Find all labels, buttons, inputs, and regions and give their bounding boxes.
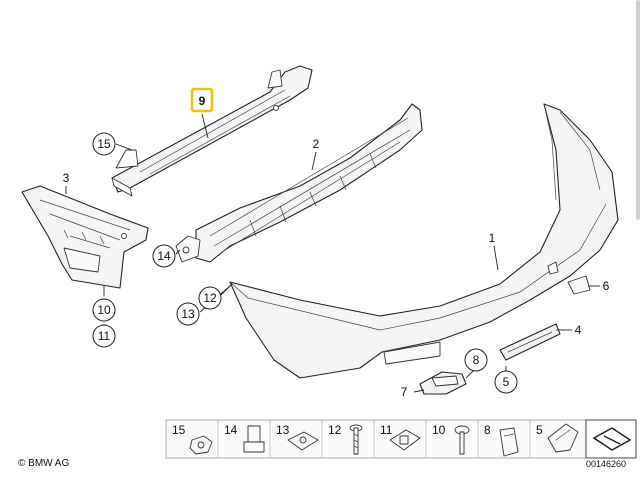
callout-15[interactable]: 15 [92, 132, 116, 156]
holder-icon [547, 423, 579, 453]
diagram-id: 00146260 [586, 459, 627, 469]
callout-12-label: 12 [203, 291, 217, 305]
legend-item-15[interactable]: 15 [172, 423, 213, 455]
screw-icon [349, 424, 363, 455]
callout-4-label: 4 [575, 323, 582, 337]
callout-12[interactable]: 12 [198, 286, 222, 310]
callout-14-label: 14 [157, 249, 171, 263]
legend-item-11[interactable]: 11 [380, 423, 421, 451]
legend-number: 8 [484, 423, 491, 437]
legend-item-13[interactable]: 13 [276, 423, 319, 451]
sheet-nut-icon [389, 429, 421, 451]
callout-5[interactable]: 5 [494, 370, 518, 394]
spring-nut-icon [287, 431, 319, 451]
legend-item-5[interactable]: 5 [536, 423, 579, 453]
callout-6-label: 6 [603, 279, 610, 293]
part-4-trim-strip[interactable] [499, 323, 561, 361]
callout-8[interactable]: 8 [464, 348, 488, 372]
bracket-icon [499, 427, 519, 457]
callout-9-label: 9 [199, 94, 206, 108]
part-7-bracket[interactable] [419, 371, 467, 395]
callout-11[interactable]: 11 [92, 324, 116, 348]
callout-3[interactable]: 3 [63, 171, 70, 185]
callout-9[interactable]: 9 [190, 87, 214, 113]
callout-7[interactable]: 7 [401, 385, 408, 399]
legend-item-12[interactable]: 12 [328, 423, 363, 455]
part-2-absorber[interactable] [175, 103, 423, 263]
legend-number: 10 [432, 423, 446, 437]
legend-number: 15 [172, 423, 186, 437]
callout-7-label: 7 [401, 385, 408, 399]
callout-8-label: 8 [473, 353, 480, 367]
legend-number: 12 [328, 423, 342, 437]
expanding-nut-icon [243, 425, 265, 453]
callout-15-label: 15 [97, 137, 111, 151]
callout-1-label: 1 [489, 231, 496, 245]
part-9-carrier[interactable] [111, 65, 313, 197]
callout-4[interactable]: 4 [575, 323, 582, 337]
callout-3-label: 3 [63, 171, 70, 185]
callout-5-label: 5 [503, 375, 510, 389]
view-arrow-icon[interactable] [585, 419, 637, 459]
callout-2[interactable]: 2 [313, 137, 320, 151]
callout-2-label: 2 [313, 137, 320, 151]
legend-item-8[interactable]: 8 [484, 423, 519, 457]
legend-number: 14 [224, 423, 238, 437]
callout-13[interactable]: 13 [176, 302, 200, 326]
legend-number: 5 [536, 423, 543, 437]
part-1-bumper-trim[interactable] [229, 103, 619, 379]
copyright-text: © BMW AG [18, 458, 70, 469]
callout-13-label: 13 [181, 307, 195, 321]
legend-number: 13 [276, 423, 290, 437]
callout-6[interactable]: 6 [603, 279, 610, 293]
callout-10-label: 10 [97, 303, 111, 317]
legend-item-14[interactable]: 14 [224, 423, 265, 453]
callout-11-label: 11 [98, 329, 111, 343]
callout-10[interactable]: 10 [92, 298, 116, 322]
legend-number: 11 [380, 423, 393, 437]
clip-nut-icon [189, 435, 213, 455]
callout-14[interactable]: 14 [152, 244, 176, 268]
part-3-side-bracket[interactable] [21, 185, 149, 289]
callout-1[interactable]: 1 [489, 231, 496, 245]
collar-screw-icon [454, 425, 470, 455]
scrollbar[interactable] [636, 0, 640, 220]
legend-item-10[interactable]: 10 [432, 423, 470, 455]
callout-9-highlight [190, 87, 214, 113]
